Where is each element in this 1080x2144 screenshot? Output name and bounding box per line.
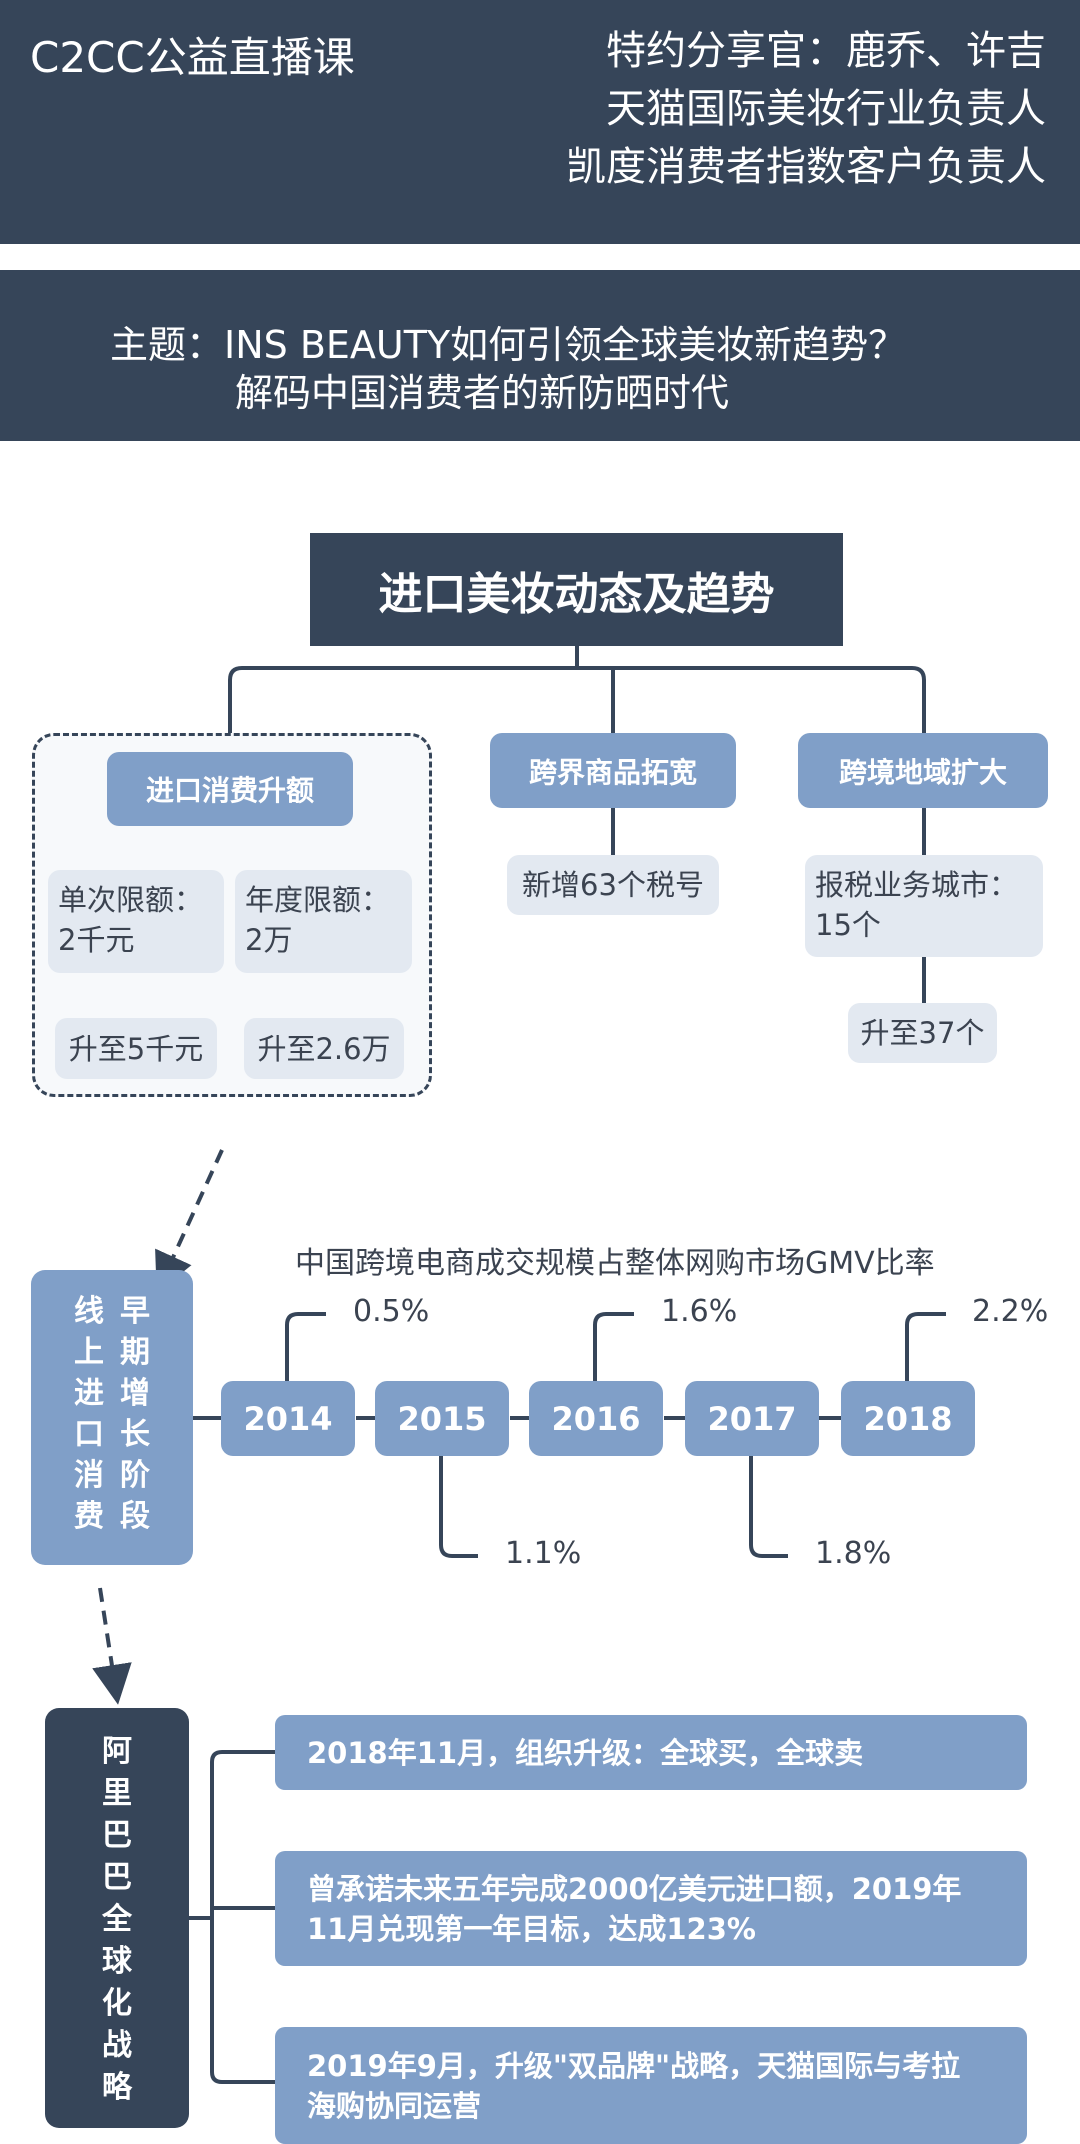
year-2014: 2014 xyxy=(221,1381,355,1456)
year-2016: 2016 xyxy=(529,1381,663,1456)
branch-cross-category: 跨界商品拓宽 xyxy=(490,733,736,808)
leaf-bonded-cities-result: 升至37个 xyxy=(848,1003,997,1063)
chart-title: 中国跨境电商成交规模占整体网购市场GMV比率 xyxy=(295,1246,935,1281)
speakers-line: 特约分享官：鹿乔、许吉 xyxy=(606,28,1046,74)
topic-line-1: 主题：INS BEAUTY如何引领全球美妆新趋势？ xyxy=(110,323,907,367)
header-banner xyxy=(0,0,1080,244)
alibaba-title: 阿 里 巴 巴 全 球 化 战 略 xyxy=(102,1734,132,2105)
strategy-item-2: 曾承诺未来五年完成2000亿美元进口额，2019年 11月兑现第一年目标，达成1… xyxy=(275,1851,1027,1966)
value-2018: 2.2% xyxy=(972,1294,1049,1329)
leaf-single-limit: 单次限额： 2千元 xyxy=(48,870,224,973)
value-2014: 0.5% xyxy=(353,1294,430,1329)
tree-root-node: 进口美妆动态及趋势 xyxy=(310,533,843,646)
value-2016: 1.6% xyxy=(661,1294,738,1329)
topic-banner xyxy=(0,270,1080,441)
speaker-info: 特约分享官：鹿乔、许吉 天猫国际美妆行业负责人 凯度消费者指数客户负责人 xyxy=(566,22,1046,196)
course-title: C2CC公益直播课 xyxy=(30,33,355,82)
leaf-single-result: 升至5千元 xyxy=(55,1018,217,1079)
stage-label-box: 线 上 进 口 消 费 早 期 增 长 阶 段 xyxy=(31,1270,193,1565)
value-2015: 1.1% xyxy=(505,1536,582,1571)
leaf-bonded-cities: 报税业务城市： 15个 xyxy=(805,855,1043,957)
year-2015: 2015 xyxy=(375,1381,509,1456)
speaker-role-1: 天猫国际美妆行业负责人 xyxy=(606,86,1046,132)
branch-import-upgrade: 进口消费升额 xyxy=(107,752,353,826)
topic-line-2: 解码中国消费者的新防晒时代 xyxy=(235,371,730,415)
year-2017: 2017 xyxy=(685,1381,819,1456)
year-2018: 2018 xyxy=(841,1381,975,1456)
leaf-annual-result: 升至2.6万 xyxy=(244,1018,404,1079)
strategy-item-1: 2018年11月，组织升级：全球买，全球卖 xyxy=(275,1715,1027,1790)
leaf-new-tax-codes: 新增63个税号 xyxy=(507,855,719,915)
branch-cross-region: 跨境地域扩大 xyxy=(798,733,1048,808)
strategy-item-3: 2019年9月，升级"双品牌"战略，天猫国际与考拉 海购协同运营 xyxy=(275,2027,1027,2144)
leaf-annual-limit: 年度限额： 2万 xyxy=(235,870,412,973)
stage-col-left: 线 上 进 口 消 费 xyxy=(74,1294,104,1534)
value-2017: 1.8% xyxy=(815,1536,892,1571)
stage-col-right: 早 期 增 长 阶 段 xyxy=(120,1294,150,1534)
alibaba-strategy-box: 阿 里 巴 巴 全 球 化 战 略 xyxy=(45,1708,189,2128)
speaker-role-2: 凯度消费者指数客户负责人 xyxy=(566,144,1046,190)
